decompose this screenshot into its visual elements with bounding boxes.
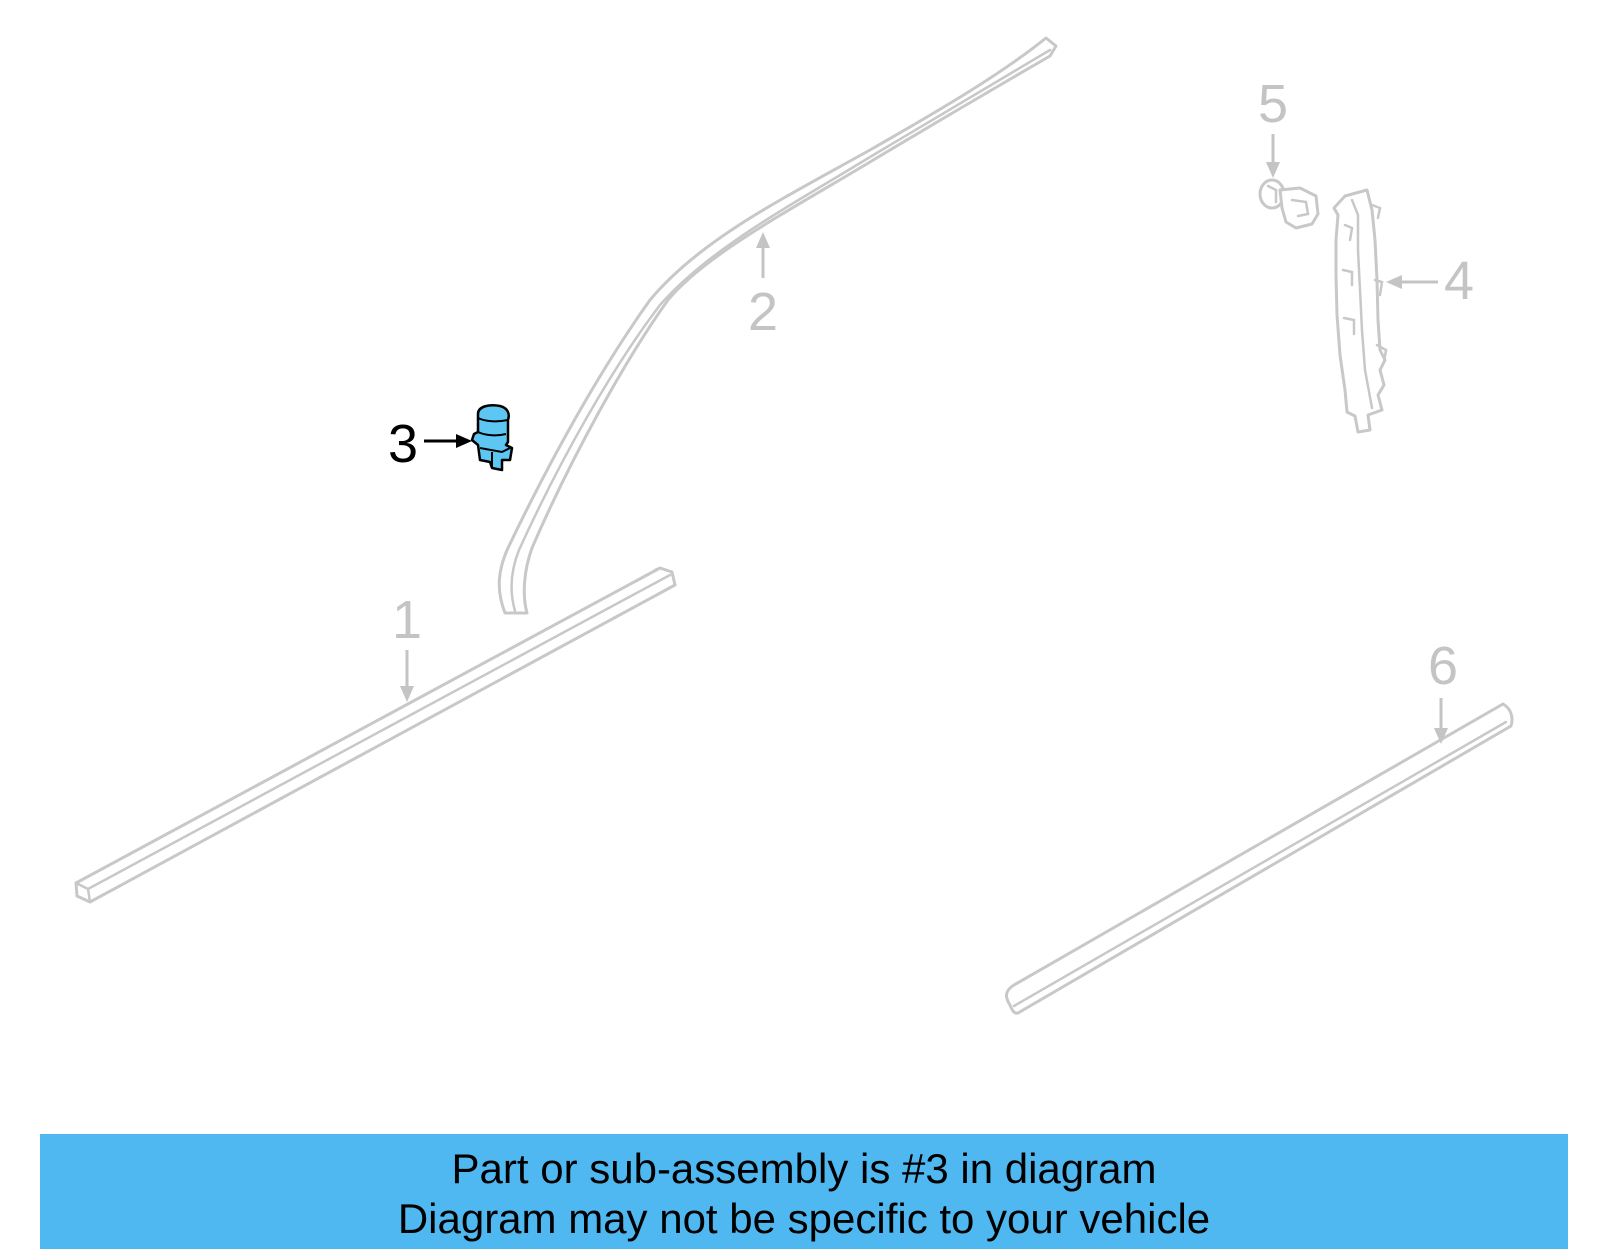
part-1-belt-molding xyxy=(74,566,677,904)
callout-5: 5 xyxy=(1258,74,1288,178)
part-5-fastener xyxy=(1258,178,1320,230)
banner-line-2: Diagram may not be specific to your vehi… xyxy=(397,1195,1211,1242)
callout-1: 1 xyxy=(392,590,422,702)
callout-2-number: 2 xyxy=(748,282,778,342)
callout-3: 3 xyxy=(388,414,472,474)
callout-1-number: 1 xyxy=(392,590,422,650)
part-6-side-molding xyxy=(1005,702,1514,1015)
part-3-clip xyxy=(470,404,514,472)
banner-line-1: Part or sub-assembly is #3 in diagram xyxy=(451,1145,1157,1192)
part-2-roof-molding xyxy=(497,36,1058,615)
info-banner: Part or sub-assembly is #3 in diagram Di… xyxy=(40,1134,1568,1249)
callout-5-number: 5 xyxy=(1258,74,1288,134)
callout-6: 6 xyxy=(1428,636,1458,744)
callout-6-number: 6 xyxy=(1428,636,1458,696)
callout-4-number: 4 xyxy=(1444,251,1474,311)
part-4-bracket xyxy=(1332,188,1388,434)
callout-3-number: 3 xyxy=(388,414,418,474)
callout-4: 4 xyxy=(1386,251,1474,311)
callout-2: 2 xyxy=(748,232,778,342)
